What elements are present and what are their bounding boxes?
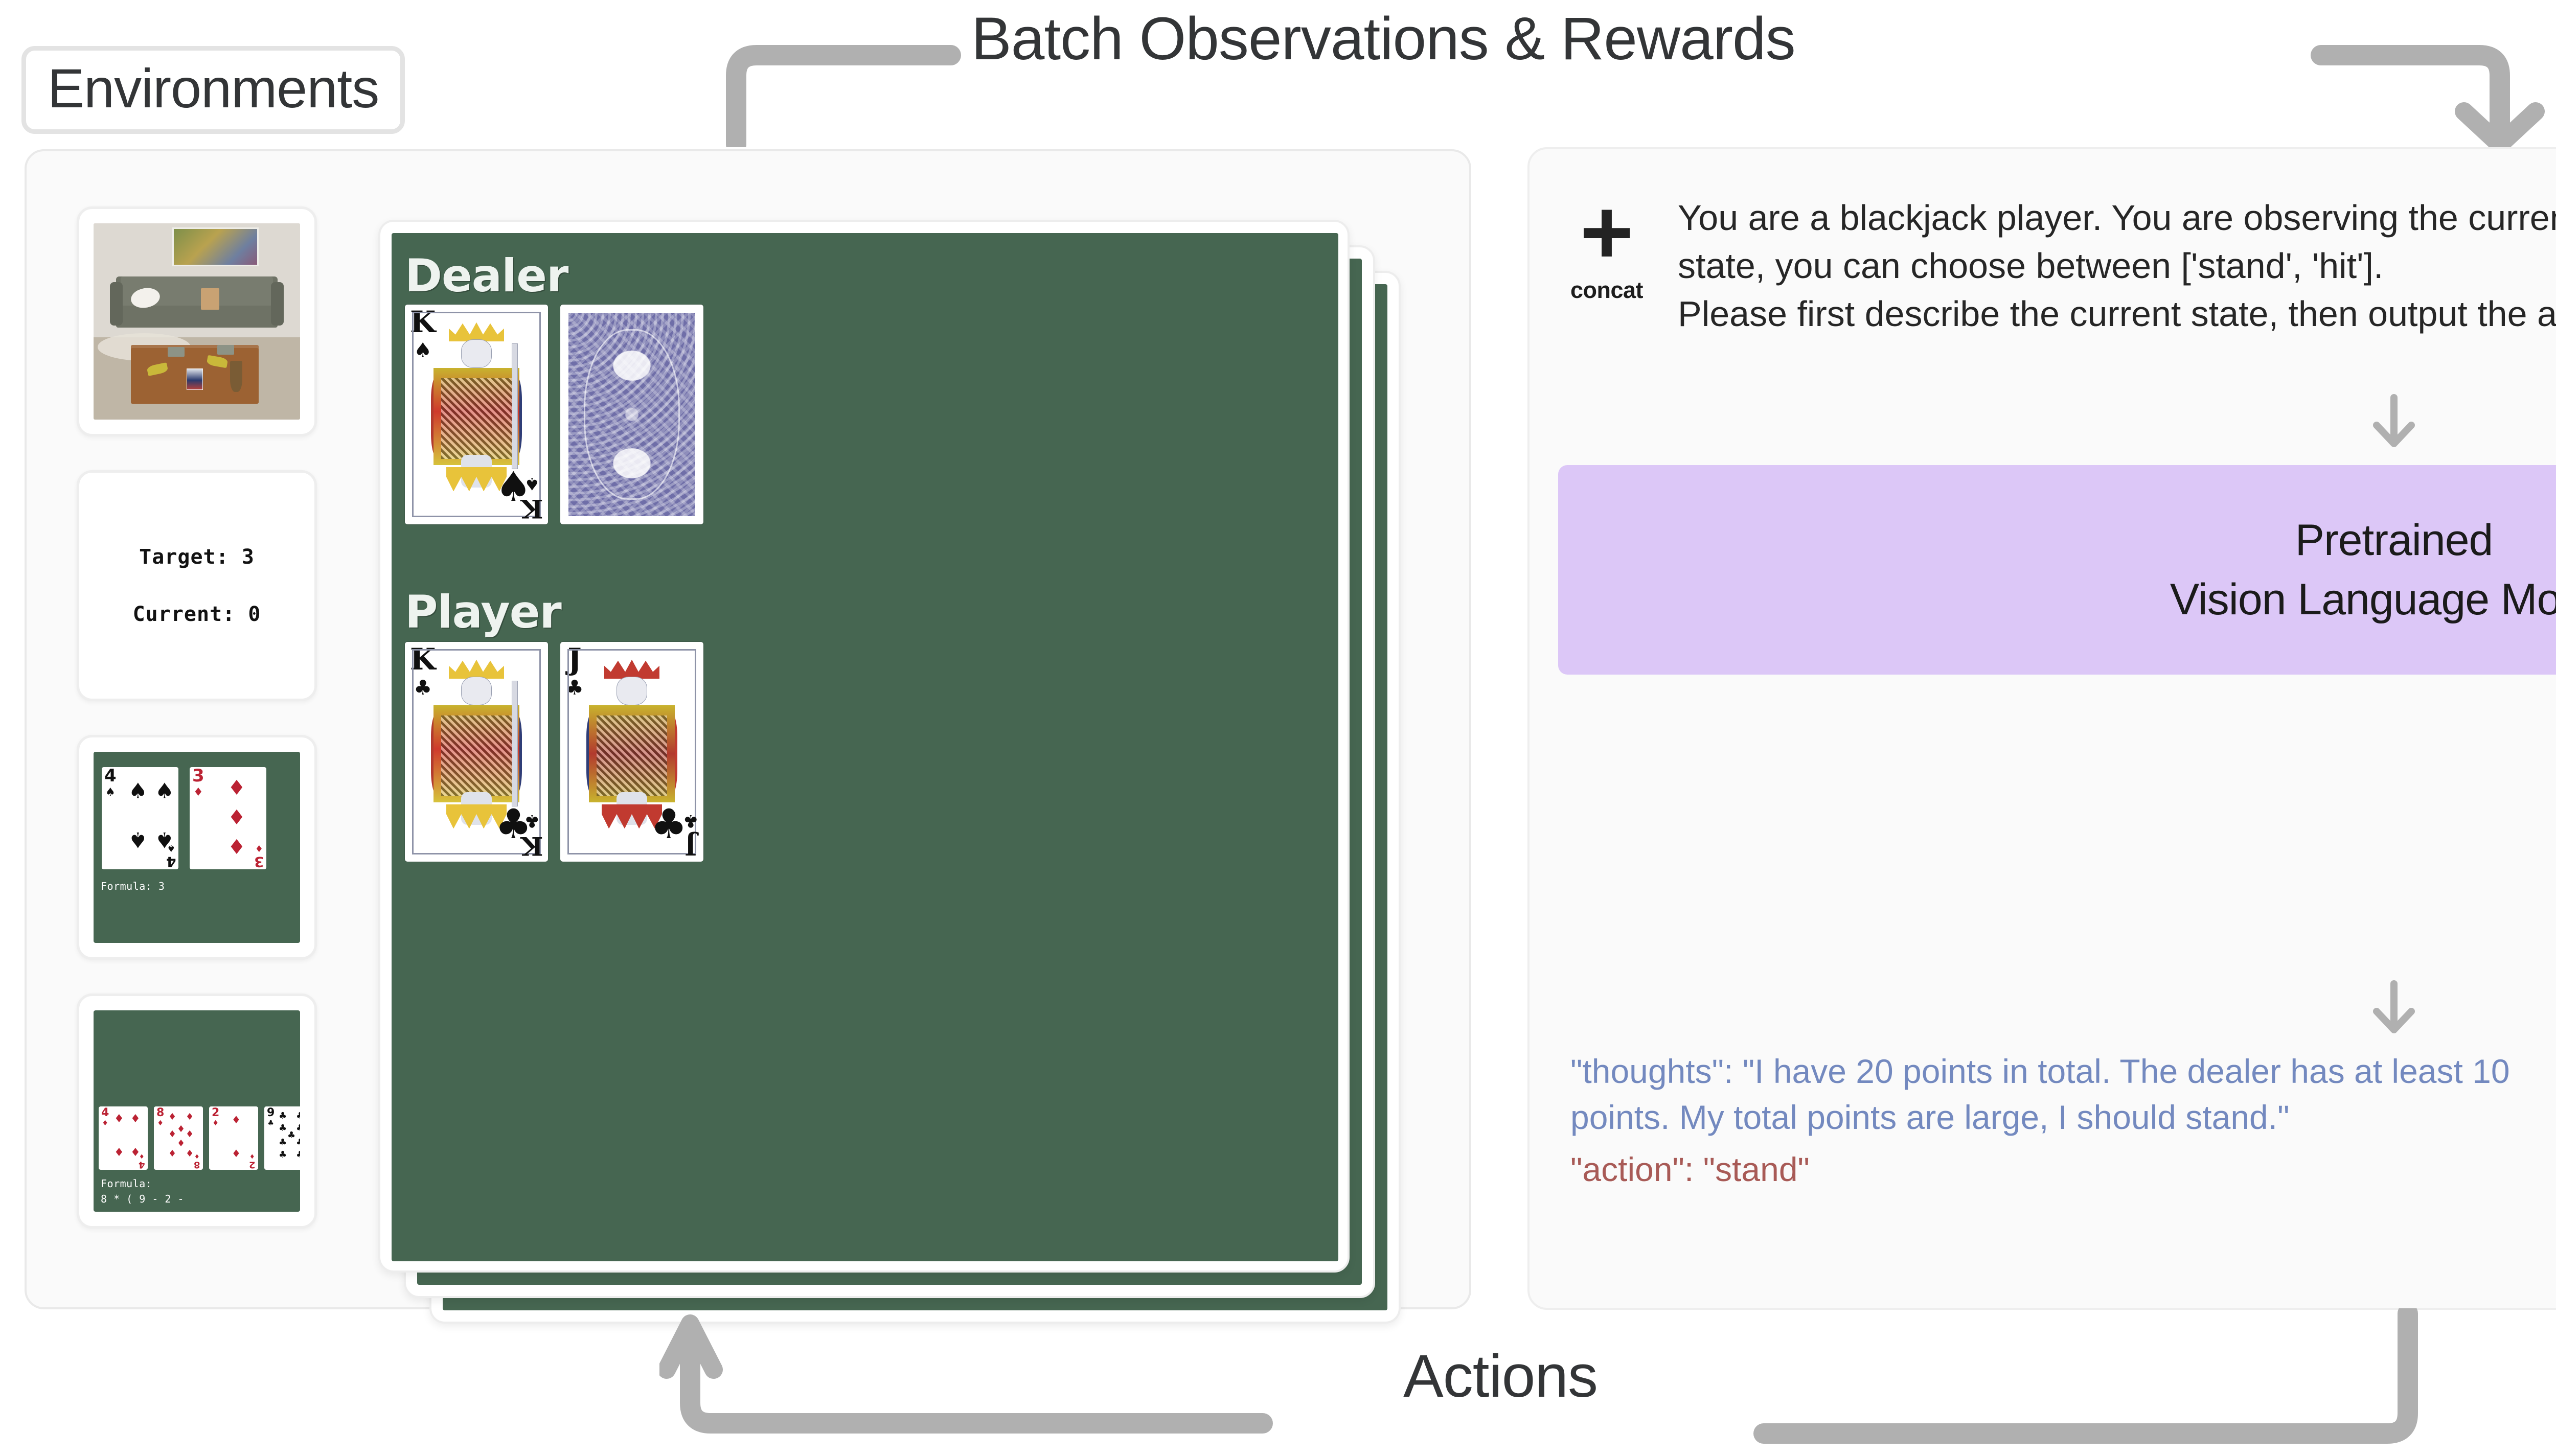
- environments-label: Environments: [48, 57, 379, 119]
- dealer-card-king-spades: K♠ ♠ K♠: [405, 305, 548, 524]
- environments-label-box: Environments: [21, 46, 405, 134]
- model-output: "thoughts": "I have 20 points in total. …: [1570, 1049, 2556, 1192]
- plus-icon: +: [1580, 181, 1634, 284]
- mini-card-4-diamonds: 4♦ 4♦ ♦ ♦ ♦ ♦: [99, 1106, 148, 1170]
- bottom-right-elbow-arrow: [1753, 1308, 2418, 1444]
- concat-group: + concat: [1558, 181, 1655, 304]
- vlm-text: Pretrained Vision Language Model: [1558, 511, 2556, 629]
- points24b-formula-label: Formula:: [101, 1177, 152, 1190]
- environments-panel: Target: 3 Current: 0 4♠ 4♠ ♠ ♠ ♠ ♠ 3♦: [25, 149, 1471, 1324]
- blackjack-felt: Dealer K♠ ♠: [392, 233, 1338, 1261]
- dealer-label: Dealer: [405, 249, 568, 302]
- points24-formula-text: Formula: 3: [101, 880, 165, 892]
- player-card-jack-clubs: J♣ ♣: [560, 642, 703, 862]
- pretrained-vlm-box: Pretrained Vision Language Model 🔥 RL 🔥 …: [1558, 465, 2556, 675]
- points24b-formula-expr: 8 * ( 9 - 2 -: [101, 1193, 185, 1205]
- stack-layer-front[interactable]: Dealer K♠ ♠: [378, 220, 1350, 1273]
- player-card-king-clubs: K♣ ♣ K♣: [405, 642, 548, 862]
- points24b-felt: 4♦ 4♦ ♦ ♦ ♦ ♦ 8♦ 8♦ ♦ ♦ ♦ ♦ ♦: [94, 1010, 300, 1212]
- env-thumbnail-points24-two[interactable]: 4♠ 4♠ ♠ ♠ ♠ ♠ 3♦ 3♦ ♦ ♦ ♦ Formula: 3: [77, 735, 317, 960]
- output-thoughts-line-1: "thoughts": "I have 20 points in total. …: [1570, 1052, 2510, 1090]
- mini-card-9-clubs: 9♣ 9♣ ♣ ♣ ♣ ♣ ♣ ♣ ♣ ♣ ♣: [264, 1106, 300, 1170]
- output-thoughts-line-2: points. My total points are large, I sho…: [1570, 1098, 2290, 1136]
- flow-arrow-to-model: [1530, 394, 2556, 450]
- prompt-line-2: state, you can choose between ['stand', …: [1678, 245, 2384, 286]
- mini-card-3-diamonds: 3♦ 3♦ ♦ ♦ ♦: [190, 767, 266, 870]
- mini-card-2-diamonds: 2♦ 2♦ ♦ ♦: [209, 1106, 258, 1170]
- environment-thumbnail-column: Target: 3 Current: 0 4♠ 4♠ ♠ ♠ ♠ ♠ 3♦: [77, 206, 317, 1262]
- counter-current-text: Current: 0: [132, 603, 261, 626]
- model-panel: + concat You are a blackjack player. You…: [1527, 147, 2556, 1310]
- top-left-elbow-arrow: [726, 45, 961, 147]
- points24-felt: 4♠ 4♠ ♠ ♠ ♠ ♠ 3♦ 3♦ ♦ ♦ ♦ Formula: 3: [94, 752, 300, 943]
- actions-label: Actions: [1403, 1343, 1598, 1410]
- output-action: "action": "stand": [1570, 1150, 1810, 1188]
- vlm-line-2: Vision Language Model: [2170, 575, 2556, 624]
- living-room-image: [94, 223, 300, 420]
- prompt-text: You are a blackjack player. You are obse…: [1678, 194, 2556, 338]
- env-thumbnail-points24-four[interactable]: 4♦ 4♦ ♦ ♦ ♦ ♦ 8♦ 8♦ ♦ ♦ ♦ ♦ ♦: [77, 993, 317, 1229]
- env-thumbnail-counter[interactable]: Target: 3 Current: 0: [77, 470, 317, 701]
- vlm-line-1: Pretrained: [2295, 515, 2494, 565]
- mini-card-8-diamonds: 8♦ 8♦ ♦ ♦ ♦ ♦ ♦ ♦ ♦ ♦: [154, 1106, 203, 1170]
- env-thumbnail-living-room[interactable]: [77, 206, 317, 436]
- counter-target-text: Target: 3: [139, 545, 255, 569]
- batch-observations-label: Batch Observations & Rewards: [971, 5, 1796, 73]
- player-label: Player: [405, 586, 562, 638]
- prompt-line-3: Please first describe the current state,…: [1678, 293, 2556, 334]
- concat-label: concat: [1570, 276, 1644, 303]
- dealer-card-face-down: [560, 305, 703, 524]
- card-back-pattern: [565, 310, 698, 519]
- bottom-left-elbow-arrow: [659, 1314, 1273, 1434]
- top-right-elbow-arrow: [2311, 45, 2545, 152]
- flow-arrow-to-output: [1530, 980, 2556, 1036]
- prompt-line-1: You are a blackjack player. You are obse…: [1678, 198, 2556, 238]
- mini-card-4-spades: 4♠ 4♠ ♠ ♠ ♠ ♠: [102, 767, 178, 870]
